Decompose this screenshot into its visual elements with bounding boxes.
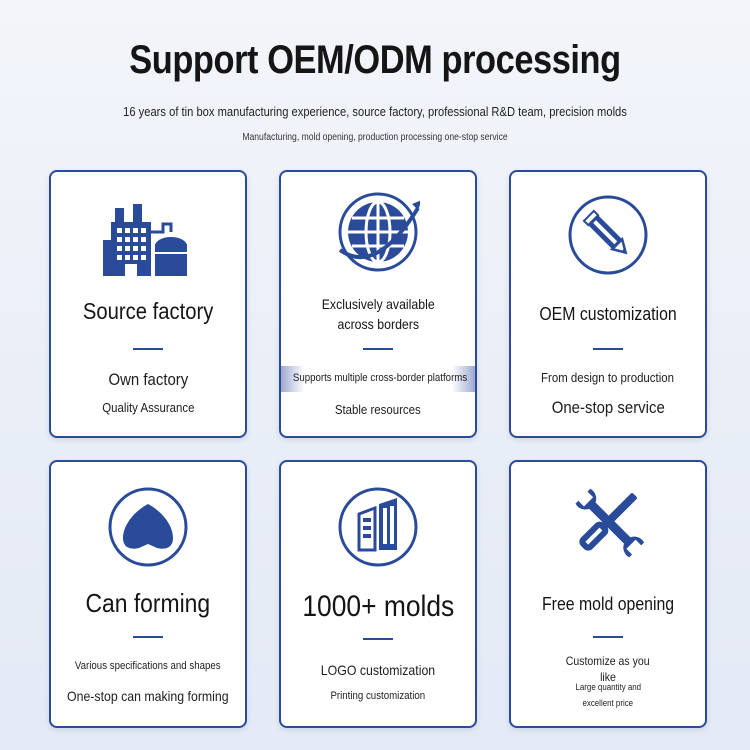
factory-icon <box>103 204 187 276</box>
card-line-2: Stable resources <box>335 402 421 417</box>
card-line-2: Large quantity and <box>575 682 641 692</box>
card-free-mold-opening: Free mold opening Customize as you like … <box>509 460 707 728</box>
card-heading-2: across borders <box>337 316 419 332</box>
card-line-2b: excellent price <box>582 698 634 708</box>
card-divider <box>593 348 623 350</box>
page-subtitle: 16 years of tin box manufacturing experi… <box>123 104 627 119</box>
card-line-2: One-stop service <box>551 398 665 417</box>
page-title: Support OEM/ODM processing <box>129 38 621 82</box>
card-line-2: One-stop can making forming <box>67 688 229 704</box>
card-divider <box>133 348 163 350</box>
card-divider <box>363 638 393 640</box>
can-shape-icon <box>108 487 188 567</box>
card-line-1: Customize as you <box>566 654 650 668</box>
card-heading: Exclusively available <box>321 296 435 312</box>
card-divider <box>363 348 393 350</box>
card-divider <box>133 636 163 638</box>
card-can-forming: Can forming Various specifications and s… <box>49 460 247 728</box>
card-line-2: Printing customization <box>330 690 426 702</box>
card-oem-customization: OEM customization From design to product… <box>509 170 707 438</box>
card-heading: Can forming <box>85 588 211 618</box>
wrench-screwdriver-icon <box>575 488 645 558</box>
card-line-1: Own factory <box>108 370 188 389</box>
card-molds: 1000+ molds LOGO customization Printing … <box>279 460 477 728</box>
card-cross-border: Exclusively available across borders Sup… <box>279 170 477 438</box>
card-source-factory: Source factory Own factory Quality Assur… <box>49 170 247 438</box>
card-line-1b: like <box>600 670 616 684</box>
building-icon <box>338 487 418 567</box>
card-line-1: Supports multiple cross-border platforms <box>292 372 468 384</box>
card-divider <box>593 636 623 638</box>
card-heading: 1000+ molds <box>302 590 454 623</box>
card-line-1: Various specifications and shapes <box>75 660 221 672</box>
card-heading: OEM customization <box>539 304 677 324</box>
ribbon-decoration <box>281 366 475 392</box>
globe-icon <box>338 192 420 272</box>
page-tagline: Manufacturing, mold opening, production … <box>242 132 508 143</box>
card-heading: Free mold opening <box>541 594 675 614</box>
card-line-1: From design to production <box>541 370 675 385</box>
card-line-1: LOGO customization <box>320 662 436 678</box>
card-heading: Source factory <box>82 298 214 324</box>
pencil-icon <box>568 195 648 275</box>
card-line-2: Quality Assurance <box>101 400 195 415</box>
